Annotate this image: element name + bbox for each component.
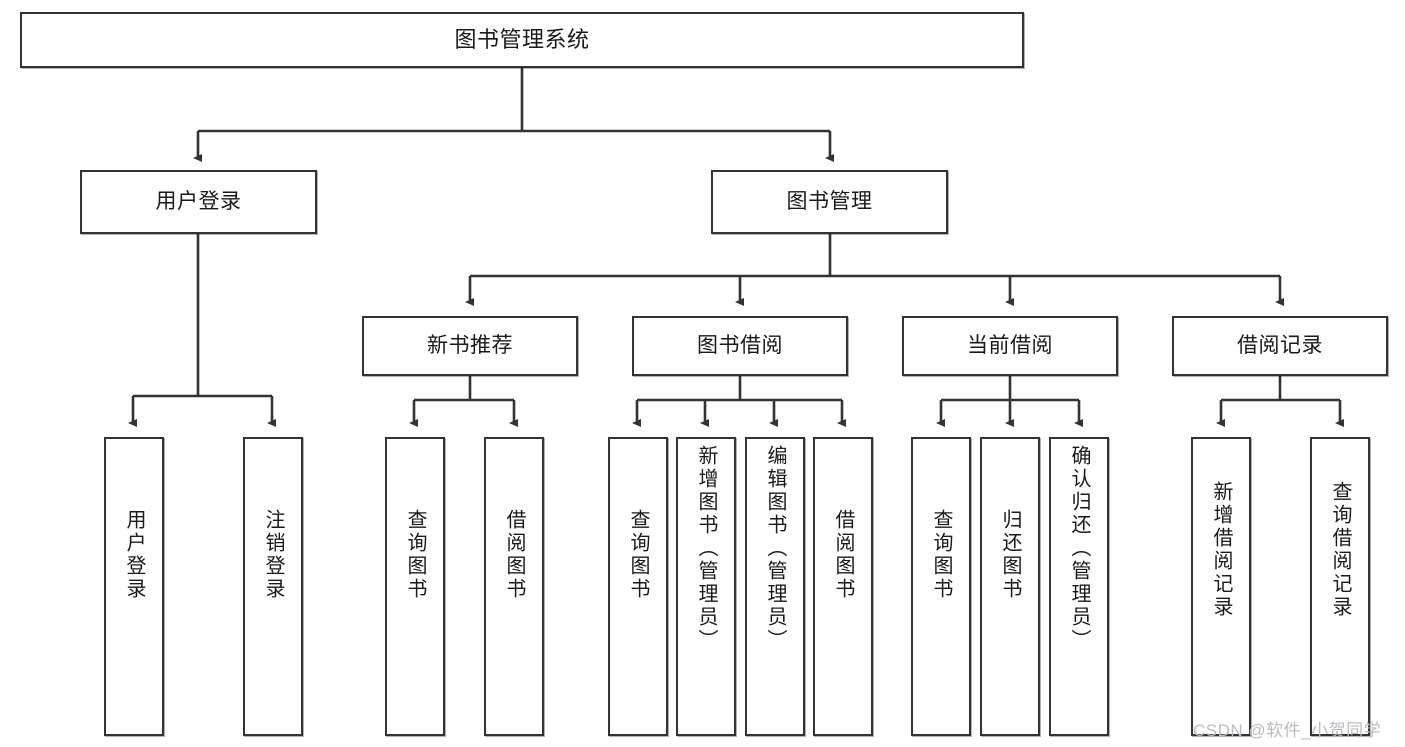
node-leaf-edit-book-admin[interactable]: 编辑图书（管理员） bbox=[745, 437, 805, 736]
node-label: 图书管理 bbox=[786, 190, 873, 214]
node-label: 新增图书（管理员） bbox=[695, 445, 717, 652]
node-user-login[interactable]: 用户登录 bbox=[80, 170, 317, 234]
node-label: 图书管理系统 bbox=[454, 26, 590, 52]
node-leaf-query-book-recommend[interactable]: 查询图书 bbox=[385, 437, 445, 736]
node-current-borrow[interactable]: 当前借阅 bbox=[902, 316, 1118, 376]
node-label: 查询借阅记录 bbox=[1329, 481, 1351, 619]
node-label: 查询图书 bbox=[404, 509, 426, 601]
node-leaf-add-book-admin[interactable]: 新增图书（管理员） bbox=[676, 437, 736, 736]
node-label: 编辑图书（管理员） bbox=[764, 445, 786, 652]
node-label: 用户登录 bbox=[155, 190, 242, 214]
node-label: 注销登录 bbox=[262, 509, 284, 601]
node-label: 查询图书 bbox=[930, 509, 952, 601]
node-label: 查询图书 bbox=[627, 509, 649, 601]
node-leaf-borrow-book-borrow[interactable]: 借阅图书 bbox=[813, 437, 873, 736]
node-label: 当前借阅 bbox=[967, 334, 1053, 358]
node-label: 图书借阅 bbox=[697, 334, 783, 358]
node-label: 归还图书 bbox=[999, 509, 1021, 601]
node-borrow-record[interactable]: 借阅记录 bbox=[1172, 316, 1388, 376]
node-book-borrow[interactable]: 图书借阅 bbox=[632, 316, 848, 376]
node-label: 借阅图书 bbox=[503, 509, 525, 601]
node-label: 确认归还（管理员） bbox=[1068, 445, 1090, 652]
node-leaf-user-login[interactable]: 用户登录 bbox=[104, 437, 164, 736]
node-label: 借阅记录 bbox=[1237, 334, 1323, 358]
node-label: 借阅图书 bbox=[832, 509, 854, 601]
node-root-book-management-system[interactable]: 图书管理系统 bbox=[20, 12, 1024, 68]
node-label: 新书推荐 bbox=[427, 334, 513, 358]
node-new-book-recommend[interactable]: 新书推荐 bbox=[362, 316, 578, 376]
node-leaf-borrow-book-recommend[interactable]: 借阅图书 bbox=[484, 437, 544, 736]
node-leaf-return-book[interactable]: 归还图书 bbox=[980, 437, 1040, 736]
csdn-watermark: CSDN @软件_小贺同学 bbox=[1193, 721, 1382, 740]
node-leaf-query-book-borrow[interactable]: 查询图书 bbox=[608, 437, 668, 736]
node-leaf-add-borrow-record[interactable]: 新增借阅记录 bbox=[1191, 437, 1251, 736]
node-leaf-confirm-return-admin[interactable]: 确认归还（管理员） bbox=[1049, 437, 1109, 736]
node-leaf-query-borrow-record[interactable]: 查询借阅记录 bbox=[1310, 437, 1370, 736]
node-leaf-query-book-current[interactable]: 查询图书 bbox=[911, 437, 971, 736]
node-leaf-user-logout[interactable]: 注销登录 bbox=[243, 437, 303, 736]
node-label: 用户登录 bbox=[123, 509, 145, 601]
node-book-management[interactable]: 图书管理 bbox=[711, 170, 948, 234]
node-label: 新增借阅记录 bbox=[1210, 481, 1232, 619]
